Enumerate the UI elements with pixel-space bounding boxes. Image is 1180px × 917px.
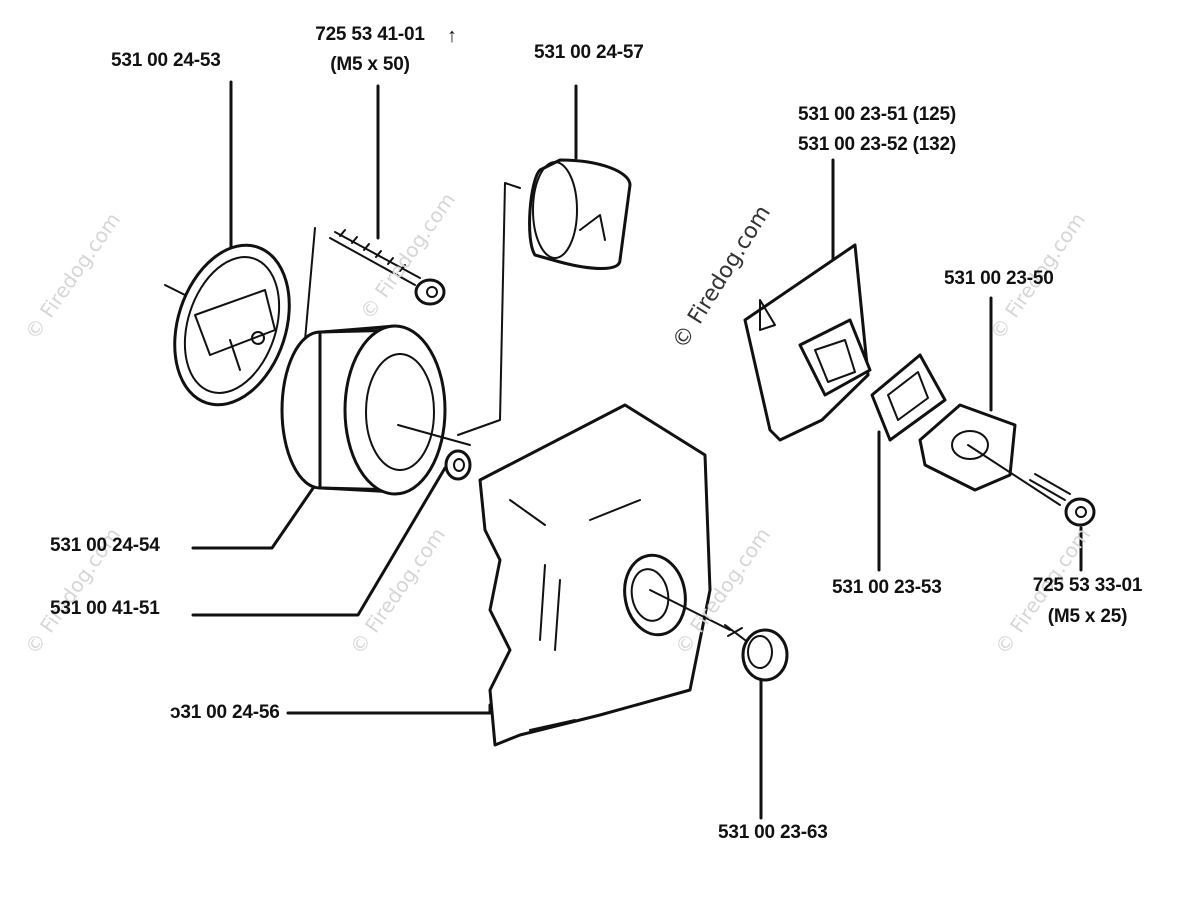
part-label-725-53-41-01-size: (M5 x 50): [330, 54, 410, 75]
part-label-531-00-23-63: 531 00 23-63: [718, 822, 828, 843]
gasket-part: [870, 353, 947, 442]
part-label-531-00-24-53: 531 00 24-53: [111, 50, 221, 71]
screw-m5x50-part: [329, 229, 446, 306]
part-label-725-53-33-01-size: (M5 x 25): [1047, 606, 1128, 627]
part-label-531-00-41-51: 531 00 41-51: [50, 598, 160, 619]
flange-part: [918, 403, 1061, 506]
part-label-725-53-41-01: 725 53 41-01: [315, 24, 425, 45]
part-label-531-00-23-52: 531 00 23-52 (132): [798, 134, 957, 155]
washer-part: [444, 449, 472, 481]
screw-m5x25-part: [1029, 473, 1096, 527]
part-label-531-00-23-51: 531 00 23-51 (125): [798, 104, 957, 125]
part-label-531-00-24-57: 531 00 24-57: [534, 42, 644, 63]
part-label-531-00-23-53: 531 00 23-53: [832, 577, 942, 598]
part-label-531-00-23-50: 531 00 23-50: [944, 268, 1054, 289]
part-label-725-53-33-01: 725 53 33-01: [1032, 575, 1143, 596]
arrow-mark: ↑: [447, 25, 457, 47]
clutch-plate-part: [164, 243, 291, 407]
cover-part: [478, 403, 731, 747]
knob-part: [724, 624, 789, 682]
part-label-531-00-24-54: 531 00 24-54: [50, 535, 160, 556]
drum-part: [280, 324, 471, 496]
shield-plate-part: [743, 243, 872, 442]
part-label-531-00-24-56: ɔ31 00 24-56: [170, 702, 280, 723]
sleeve-part: [528, 158, 632, 270]
leader-lines: [191, 80, 1083, 820]
